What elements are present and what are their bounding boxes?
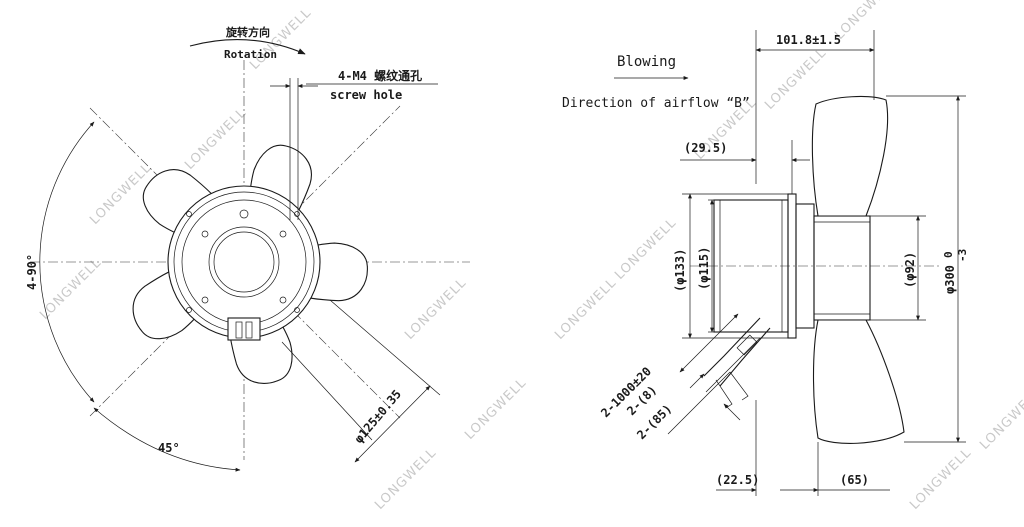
watermark: LONGWELL <box>372 445 439 512</box>
rotation-en-label: Rotation <box>224 48 277 61</box>
watermark: LONGWELL <box>977 385 1024 452</box>
dim-115-label: (φ115) <box>697 247 711 290</box>
watermark: LONGWELL <box>402 275 469 342</box>
angle-45-label: 45° <box>158 441 180 455</box>
dim-300-label: φ300 <box>943 265 957 294</box>
front-view: 旋转方向 Rotation 4-M4 螺纹通孔 screw hole 4-90°… <box>25 25 470 472</box>
screw-hole-en-label: screw hole <box>330 88 402 102</box>
watermark: LONGWELL <box>832 0 899 43</box>
watermark: LONGWELL <box>552 275 619 342</box>
watermark: LONGWELL <box>462 375 529 442</box>
dim-300-tol-lower: -3 <box>956 249 969 262</box>
angle-90-arc <box>39 121 95 403</box>
dim-101-label: 101.8±1.5 <box>776 33 841 47</box>
lower-blade <box>812 319 905 444</box>
watermark: LONGWELL <box>907 445 974 512</box>
dim-92-label: (φ92) <box>903 252 917 288</box>
dim-133-label: (φ133) <box>673 249 687 292</box>
watermark: LONGWELL <box>37 255 104 322</box>
screw-hole-cn-label: 4-M4 螺纹通孔 <box>338 68 422 83</box>
rotation-cn-label: 旋转方向 <box>225 25 270 39</box>
rotation-arrow <box>189 39 306 55</box>
watermark: LONGWELL <box>247 5 314 72</box>
dim-65-label: (65) <box>840 473 869 487</box>
blowing-label: Blowing <box>617 54 676 70</box>
watermark: LONGWELL <box>612 215 679 282</box>
upper-blade <box>811 96 889 217</box>
airflow-label: Direction of airflow “B” <box>562 96 750 111</box>
fan-hub <box>167 185 321 341</box>
watermark: LONGWELL <box>182 105 249 172</box>
diameter-125-label: φ125±0.35 <box>352 387 405 446</box>
dim-22-label: (22.5) <box>716 473 759 487</box>
angle-45-arc <box>93 407 241 472</box>
hub-shell <box>813 215 871 321</box>
dim-300-tol-upper: 0 <box>942 251 955 258</box>
dim-29-label: (29.5) <box>684 141 727 155</box>
angle-90-label: 4-90° <box>25 254 39 290</box>
